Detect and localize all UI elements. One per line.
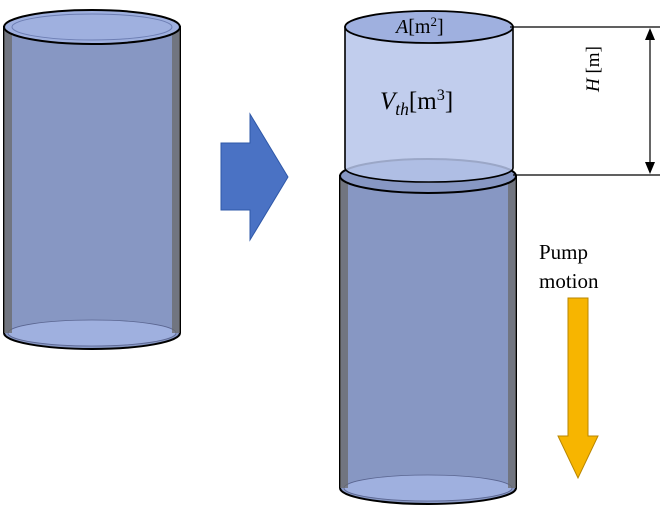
left-cylinder-wall-left	[4, 27, 12, 333]
left-cylinder-wall-right	[172, 27, 180, 333]
right-cylinder-wall-right	[508, 176, 516, 488]
left-cylinder-inner-rim	[11, 13, 173, 41]
height-arrowhead-bottom	[645, 162, 655, 174]
height-arrowhead-top	[645, 28, 655, 40]
pump-motion-label-line2: motion	[539, 269, 599, 293]
swept-volume-body	[344, 26, 514, 183]
left-cylinder	[3, 9, 181, 350]
height-dimension	[510, 26, 660, 176]
transition-arrow	[220, 112, 289, 242]
area-label: A[m2]	[396, 14, 444, 39]
pump-motion-arrow	[557, 297, 599, 480]
left-cylinder-body	[3, 26, 181, 350]
left-cylinder-rim	[3, 9, 181, 45]
pump-motion-label-line1: Pump	[539, 240, 589, 264]
volume-label: Vth[m3]	[380, 86, 454, 120]
right-cylinder-wall-left	[340, 176, 348, 488]
left-cylinder-bottom	[7, 319, 177, 347]
right-cylinder-bottom	[343, 474, 513, 502]
swept-volume	[344, 10, 514, 183]
pump-motion-label: Pump motion	[539, 238, 599, 296]
right-cylinder	[339, 158, 517, 505]
height-label: H [m]	[583, 46, 604, 92]
right-cylinder-body	[339, 175, 517, 505]
